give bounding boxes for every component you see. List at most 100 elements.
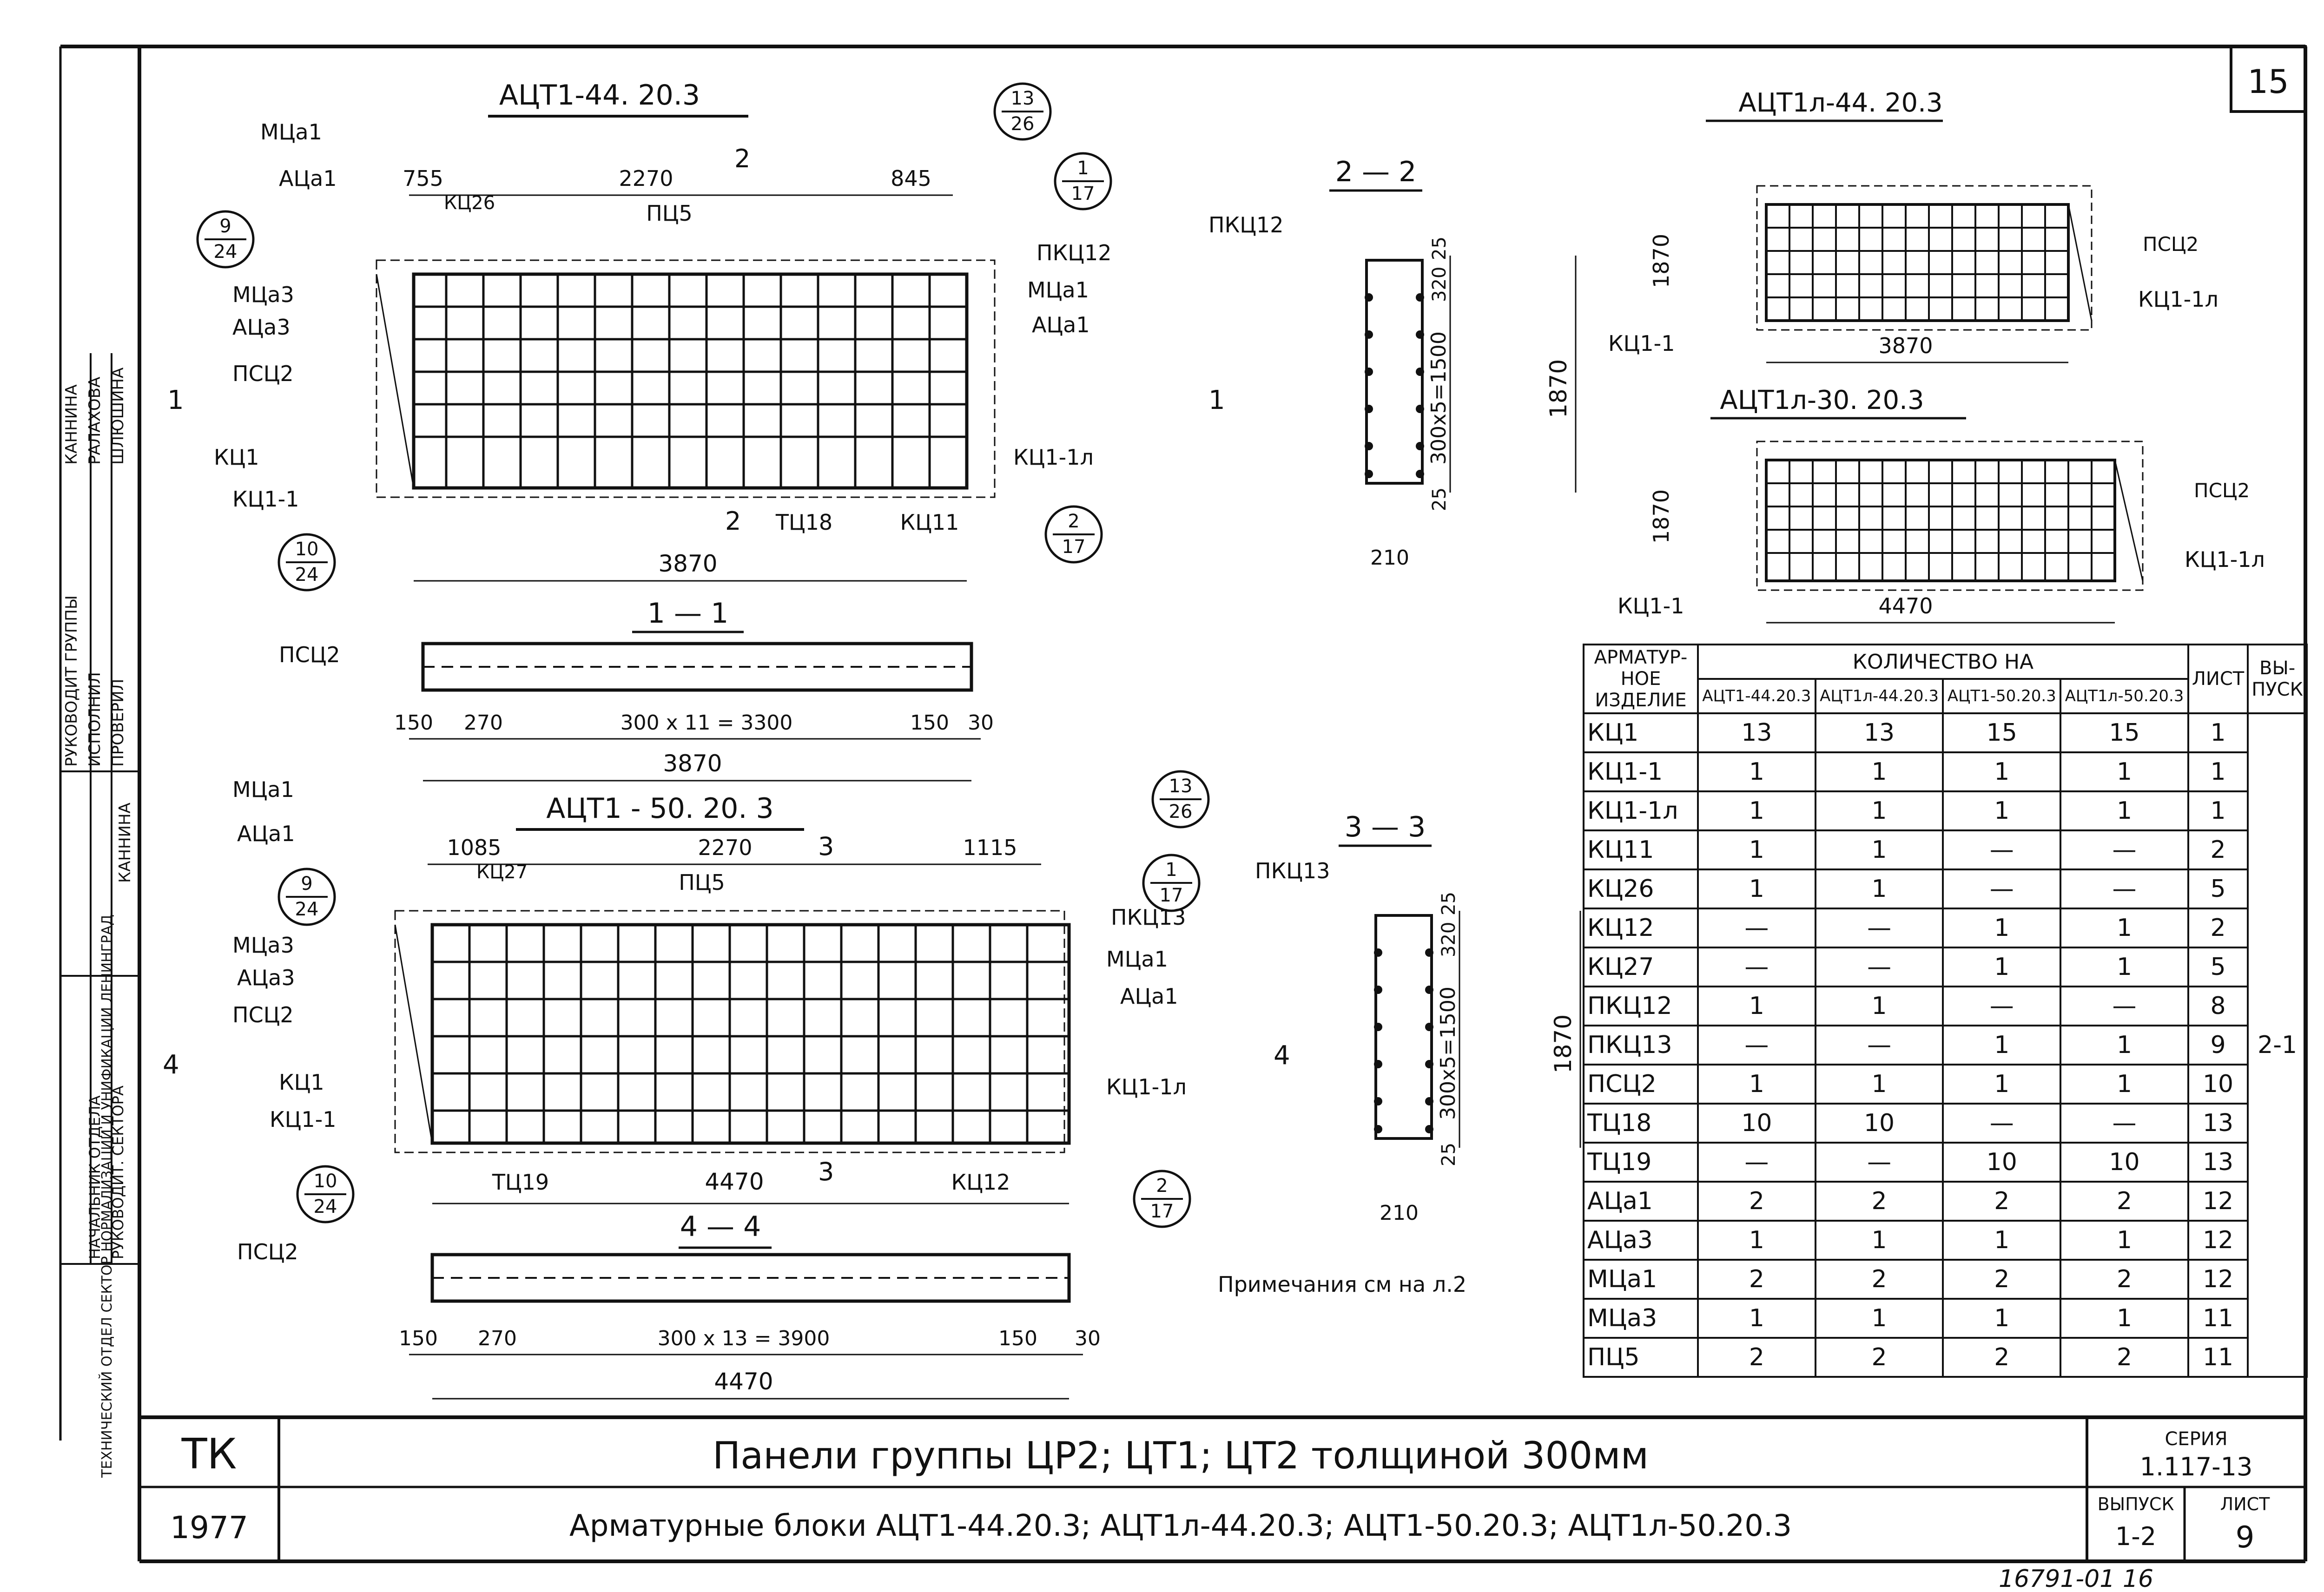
block4-drawing: АЦТ1л-30. 20.3 1870 4470 ПСЦ2 КЦ1-1л КЦ1…: [1618, 385, 2265, 624]
block1-callout-3: 117: [1054, 152, 1112, 211]
note-text: Примечания см на л.2: [1218, 1272, 1466, 1297]
issue-cell: 2-1: [2247, 712, 2308, 1378]
block1-label-r3: АЦа1: [1032, 312, 1090, 337]
svg-text:26: 26: [1011, 113, 1035, 135]
svg-text:13: 13: [1169, 776, 1193, 797]
svg-text:10: 10: [295, 539, 319, 560]
svg-text:9: 9: [219, 216, 231, 237]
stamp-role-5: НАЧАЛЬНИК ОТДЕЛА: [86, 1095, 104, 1259]
section22-d-total: 1870: [1545, 359, 1572, 418]
block2-label-r3: АЦа1: [1120, 984, 1178, 1009]
svg-text:9: 9: [301, 873, 312, 895]
svg-text:10: 10: [314, 1171, 337, 1192]
page-number: 15: [2247, 63, 2289, 101]
section33-d-b: 300х5=1500: [1436, 987, 1460, 1120]
stamp-role-3: ПРОВЕРИЛ: [109, 679, 127, 767]
block2-dim-top-mid: 2270: [698, 835, 752, 860]
table-col-1: АЦТ1-44.20.3: [1697, 678, 1816, 714]
section22-d-width: 210: [1370, 546, 1409, 570]
block2-label-l3: МЦа3: [232, 933, 294, 958]
section44-d5: 30: [1075, 1327, 1101, 1350]
svg-text:17: 17: [1160, 885, 1183, 906]
block4-label-right: КЦ1-1л: [2185, 547, 2265, 572]
section-1-1: 1 — 1 ПСЦ2 150 270 300 х 11 = 3300 150 3…: [279, 597, 994, 782]
svg-text:1: 1: [1165, 859, 1177, 881]
section44-d3: 300 х 13 = 3900: [658, 1327, 830, 1350]
section44-d4: 150: [998, 1327, 1037, 1350]
block2-section-mark-left: 4: [163, 1050, 179, 1080]
block2-label-l7: КЦ1-1: [270, 1107, 337, 1132]
section33-label: ПКЦ13: [1255, 858, 1330, 883]
svg-text:17: 17: [1150, 1201, 1174, 1222]
block1-sub-bottom-a: ТЦ18: [775, 510, 832, 535]
section-2-2: 2 — 2 ПКЦ12 25 320 300х5=1500 25 1870 21…: [1208, 156, 1577, 570]
svg-text:24: 24: [295, 564, 319, 585]
block1-sub-mid: ПЦ5: [646, 201, 693, 226]
section44-total: 4470: [714, 1368, 773, 1395]
block1-label-l6: КЦ1: [214, 445, 259, 470]
table-col-4: АЦТ1л-50.20.3: [2060, 678, 2189, 714]
block1-title: АЦТ1-44. 20.3: [499, 79, 700, 112]
section11-d3: 300 х 11 = 3300: [621, 711, 793, 735]
block2-label-l1: МЦа1: [232, 777, 294, 802]
doc-number: 16791-01 16: [1999, 1565, 2153, 1592]
section33-d-a: 320: [1438, 922, 1459, 957]
section33-d-total: 1870: [1550, 1014, 1577, 1073]
block1-dim-top-left: 755: [403, 166, 443, 191]
block2-callout-5: 217: [1133, 1170, 1191, 1228]
table-header-item: АРМАТУР-НОЕ ИЗДЕЛИЕ: [1583, 644, 1699, 714]
table-header-issue: ВЫ-ПУСК: [2247, 644, 2308, 714]
block2-sub-top: КЦ27: [476, 862, 528, 883]
block4-title: АЦТ1л-30. 20.3: [1720, 385, 1924, 415]
org-code: ТК: [181, 1430, 237, 1479]
section44-title: 4 — 4: [680, 1210, 761, 1243]
block1-dim-top-right: 845: [891, 166, 931, 191]
stamp-org: ТЕХНИЧЕСКИЙ ОТДЕЛ СЕКТОР НОРМАЛИЗАЦИИ И …: [99, 914, 115, 1478]
block2-callout-3: 117: [1142, 854, 1201, 912]
block3-drawing: АЦТ1л-44. 20.3 1870 3870 ПСЦ2 КЦ1-1л КЦ1…: [1608, 88, 2218, 363]
section22-d-c: 25: [1429, 487, 1450, 511]
block1-label-r2: МЦа1: [1027, 277, 1089, 303]
sheet-label: ЛИСТ: [2220, 1494, 2271, 1514]
block3-title: АЦТ1л-44. 20.3: [1738, 88, 1942, 118]
block2-label-r1: ПКЦ13: [1111, 905, 1186, 930]
svg-text:24: 24: [314, 1196, 337, 1217]
block1-dim-bottom: 3870: [658, 550, 717, 577]
issue-label: ВЫПУСК: [2098, 1494, 2174, 1514]
section44-label: ПСЦ2: [237, 1239, 298, 1264]
block1-section-mark-left: 1: [167, 385, 184, 415]
block2-dim-bottom: 4470: [705, 1168, 764, 1195]
section11-total: 3870: [663, 750, 722, 777]
block2-sub-mid: ПЦ5: [679, 870, 725, 895]
section33-d-width: 210: [1380, 1201, 1419, 1225]
svg-text:2: 2: [1156, 1175, 1168, 1197]
title-line-2: Арматурные блоки АЦТ1-44.20.3; АЦТ1л-44.…: [569, 1509, 1792, 1543]
table-col-3: АЦТ1-50.20.3: [1942, 678, 2062, 714]
stamp-role-1: РУКОВОДИТ ГРУППЫ: [62, 595, 81, 767]
block2-label-l6: КЦ1: [279, 1070, 324, 1095]
svg-text:1: 1: [1077, 158, 1089, 179]
block3-label-right: КЦ1-1л: [2138, 287, 2218, 312]
block1-label-l5: ПСЦ2: [232, 361, 294, 386]
section33-d-top: 25: [1438, 892, 1459, 915]
block2-title: АЦТ1 - 50. 20. 3: [546, 792, 773, 825]
stamp-name-4: КАННИНА: [116, 803, 134, 883]
block1-label-r1: ПКЦ12: [1037, 240, 1112, 265]
block1-sub-bottom-b: КЦ11: [900, 510, 959, 535]
block1-section-mark-right: 1: [1208, 385, 1225, 415]
section11-d2: 270: [464, 711, 503, 735]
section-3-3: 3 — 3 ПКЦ13 25 320 300х5=1500 25 1870 21…: [1255, 811, 1581, 1225]
block4-width: 4470: [1878, 593, 1933, 618]
